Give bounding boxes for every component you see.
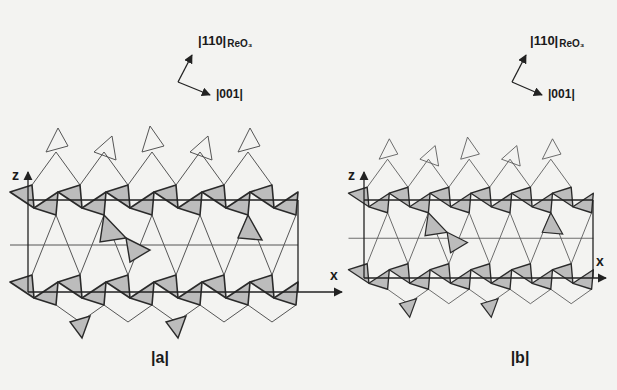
direction-label: |110| (530, 34, 558, 47)
axis-label: z (12, 168, 19, 182)
direction-label: |110| (198, 34, 226, 47)
direction-label: |001| (548, 88, 575, 100)
reference-label: ReO₃ (559, 39, 584, 49)
axis-label: x (596, 254, 604, 268)
axis-label: z (348, 168, 355, 182)
reference-label: ReO₃ (227, 39, 252, 49)
panel-caption: |b| (511, 350, 530, 366)
axis-label: x (330, 268, 338, 282)
panel-caption: |a| (151, 350, 169, 366)
panel-b-structure (349, 55, 607, 317)
direction-label: |001| (216, 88, 243, 100)
panel-a-structure (10, 55, 342, 338)
